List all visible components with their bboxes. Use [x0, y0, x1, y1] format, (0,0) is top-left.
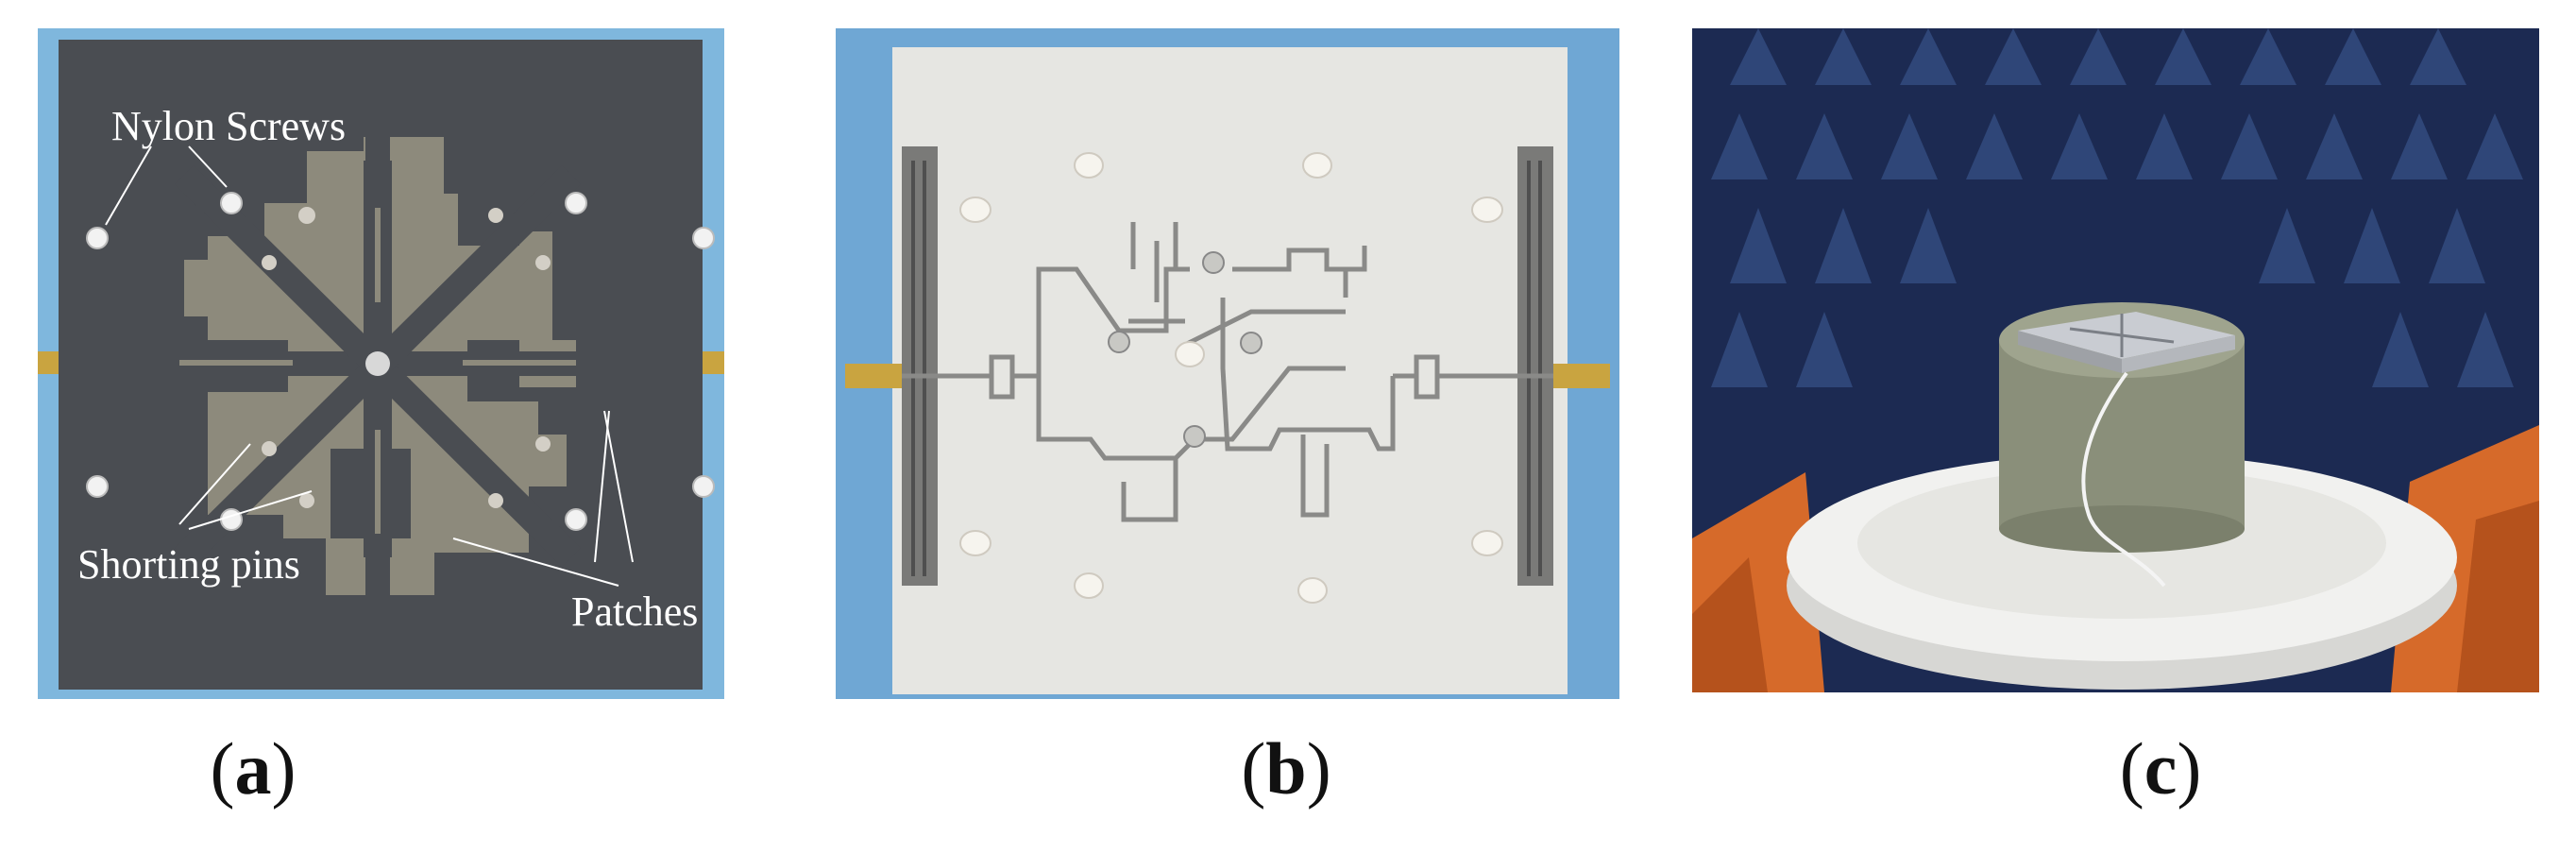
caption-a-letter: a: [234, 727, 272, 810]
shorting-pins-label: Shorting pins: [77, 541, 300, 588]
patches-label: Patches: [571, 589, 698, 635]
caption-b: (b): [1241, 727, 1331, 810]
panel-b-photo: [836, 28, 1619, 699]
anechoic-chamber-image: [1692, 28, 2539, 692]
caption-c-letter: c: [2144, 727, 2178, 810]
antenna-top-view-image: Nylon Screws Shorting pins Patches: [38, 28, 724, 699]
panel-a-photo: Nylon Screws Shorting pins Patches: [38, 28, 724, 699]
caption-b-letter: b: [1265, 727, 1307, 810]
caption-a: (a): [210, 727, 297, 810]
panel-c-photo: [1692, 28, 2539, 692]
nylon-screws-label: Nylon Screws: [111, 103, 346, 149]
caption-c: (c): [2119, 727, 2202, 810]
feed-network-image: [836, 28, 1619, 699]
